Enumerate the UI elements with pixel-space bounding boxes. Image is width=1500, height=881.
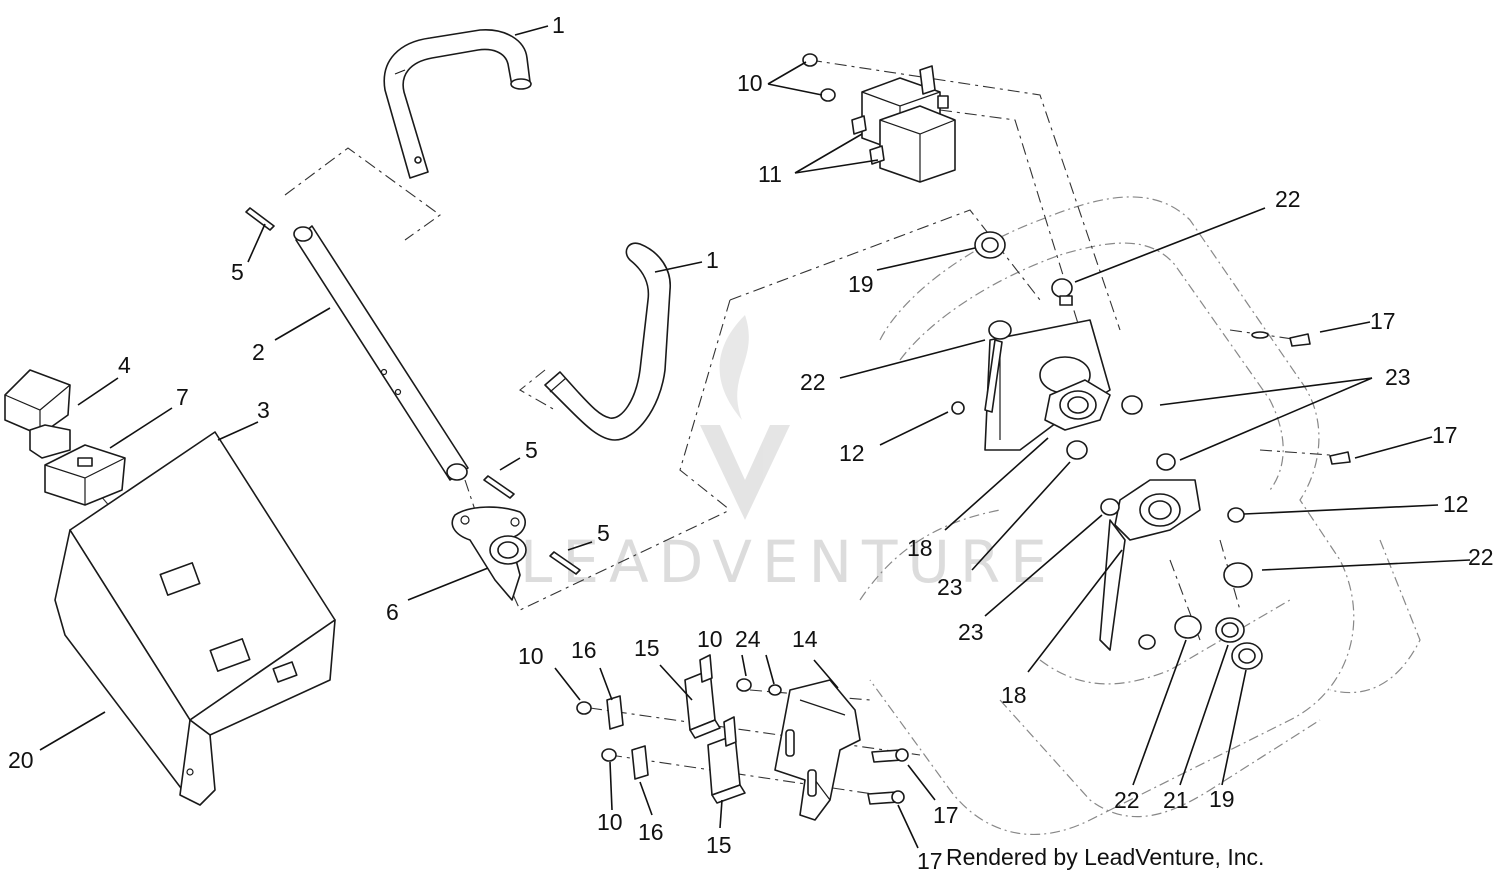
- bolts: [867, 333, 1351, 805]
- callout-10: 10: [697, 626, 723, 652]
- callout-18: 18: [1001, 682, 1027, 708]
- switch-housing: [44, 444, 126, 506]
- callout-10: 10: [518, 643, 544, 669]
- handle-rod: [293, 225, 469, 481]
- callout-16: 16: [571, 637, 597, 663]
- pivot-bracket: [451, 506, 527, 601]
- callout-17: 17: [933, 802, 959, 828]
- callout-10: 10: [737, 70, 763, 96]
- callout-23: 23: [937, 574, 963, 600]
- watermark: LEADVENTURE: [520, 315, 1057, 596]
- callout-17: 17: [917, 848, 943, 874]
- leader-lines: [39, 25, 1471, 849]
- callout-15: 15: [634, 635, 660, 661]
- callout-7: 7: [176, 384, 189, 410]
- callout-5: 5: [525, 437, 538, 463]
- switch-knob: [4, 369, 71, 459]
- callout-22: 22: [1275, 186, 1301, 212]
- callout-23: 23: [1385, 364, 1411, 390]
- callout-5: 5: [597, 520, 610, 546]
- callout-23: 23: [958, 619, 984, 645]
- callout-labels: 1 1 2 3 4 5 5 5 6 7 10 10 10 10 11 12 12…: [8, 12, 1494, 874]
- callout-24: 24: [735, 626, 761, 652]
- callout-10: 10: [597, 809, 623, 835]
- callout-11: 11: [758, 161, 782, 187]
- washers-bushings: [951, 231, 1263, 670]
- callout-21: 21: [1163, 787, 1189, 813]
- callout-1: 1: [706, 247, 719, 273]
- callout-22: 22: [1114, 787, 1140, 813]
- switch-bracket: [576, 654, 861, 821]
- handle-upper: [383, 29, 532, 179]
- render-credit: Rendered by LeadVenture, Inc.: [946, 844, 1265, 870]
- callout-20: 20: [8, 747, 34, 773]
- callout-5: 5: [231, 259, 244, 285]
- callout-12: 12: [1443, 491, 1469, 517]
- callout-3: 3: [257, 397, 270, 423]
- watermark-text: LEADVENTURE: [520, 528, 1057, 596]
- assembly-lines: [99, 59, 1331, 799]
- callout-17: 17: [1370, 308, 1396, 334]
- callout-18: 18: [907, 535, 933, 561]
- callout-22: 22: [1468, 544, 1494, 570]
- callout-16: 16: [638, 819, 664, 845]
- callout-19: 19: [1209, 786, 1235, 812]
- callout-17: 17: [1432, 422, 1458, 448]
- callout-19: 19: [848, 271, 874, 297]
- callout-4: 4: [118, 352, 131, 378]
- relays: [851, 65, 956, 183]
- callout-2: 2: [252, 339, 265, 365]
- control-console: [54, 431, 336, 806]
- handle-lower: [544, 242, 671, 441]
- callout-6: 6: [386, 599, 399, 625]
- callout-12: 12: [839, 440, 865, 466]
- callout-15: 15: [706, 832, 732, 858]
- roll-pins: [245, 207, 581, 575]
- callout-22: 22: [800, 369, 826, 395]
- callout-1: 1: [552, 12, 565, 38]
- callout-14: 14: [792, 626, 818, 652]
- mount-plate: [984, 319, 1269, 651]
